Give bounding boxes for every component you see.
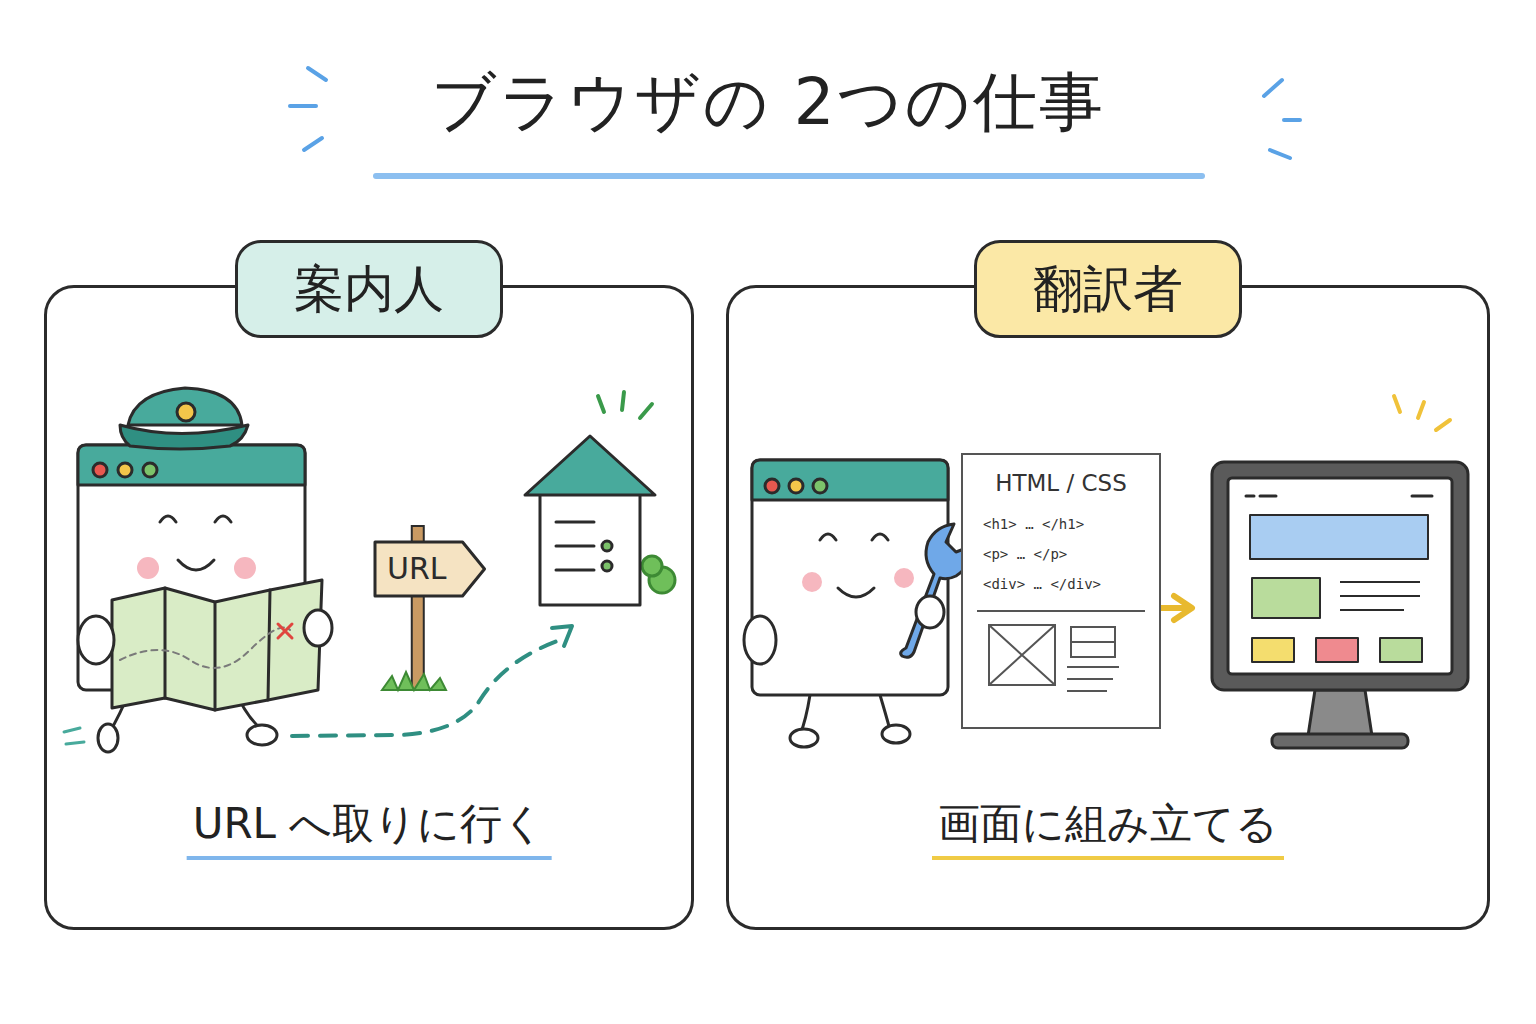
sparkle-lines <box>598 392 652 418</box>
code-line: <h1> … </h1> <box>977 509 1145 539</box>
server-house <box>525 436 675 605</box>
translator-character <box>744 460 972 747</box>
sign-label: URL <box>387 550 447 588</box>
role-caption: URL へ取りに行く <box>187 796 552 860</box>
route-arrowhead <box>552 626 572 646</box>
role-panel: HTML / CSS <h1> … </h1><p> … </p><div> … … <box>726 285 1490 930</box>
document-heading: HTML / CSS <box>977 467 1145 499</box>
wireframe <box>977 609 1145 717</box>
title-underline <box>376 173 1202 179</box>
guide-character <box>78 388 332 752</box>
role-heading: 案内人 <box>235 240 503 338</box>
route-path <box>292 640 560 736</box>
speed-lines <box>64 728 84 744</box>
url-signpost: URL <box>373 540 487 598</box>
code-line: <p> … </p> <box>977 539 1145 569</box>
monitor <box>1212 462 1468 748</box>
code-line: <div> … </div> <box>977 569 1145 599</box>
role-heading: 翻訳者 <box>974 240 1242 338</box>
sparkle-lines <box>1394 396 1450 430</box>
role-caption: 画面に組み立てる <box>932 796 1284 860</box>
role-panel: URL案内人URL へ取りに行く <box>44 285 694 930</box>
code-document: HTML / CSS <h1> … </h1><p> … </p><div> … … <box>961 453 1161 729</box>
title: ブラウザの 2つの仕事 <box>0 62 1536 142</box>
